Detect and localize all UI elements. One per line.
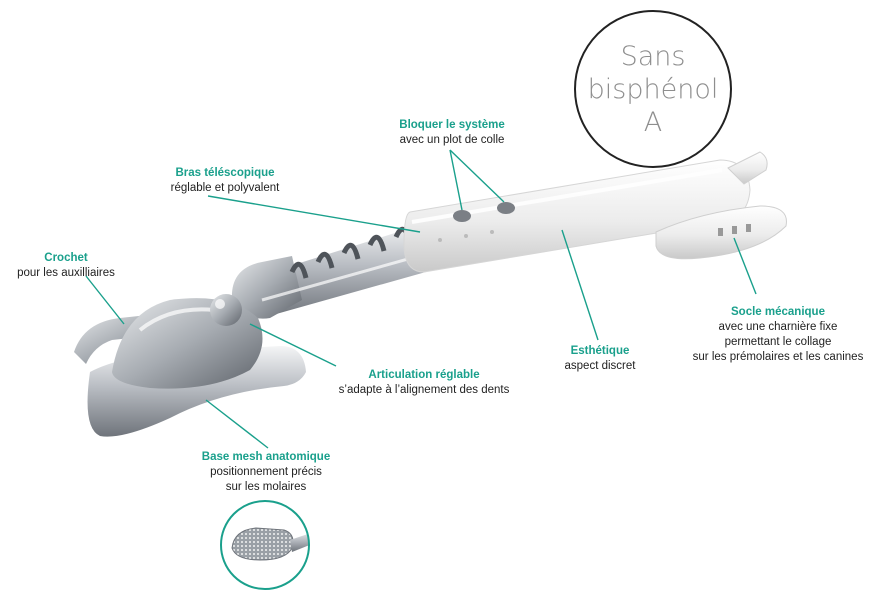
callout-crochet-title: Crochet — [44, 252, 88, 264]
joint-ball — [210, 294, 242, 326]
mesh-zoom-inset — [220, 500, 310, 590]
callout-articulation-sub: s’adapte à l’alignement des dents — [338, 384, 510, 396]
callout-bloquer-title: Bloquer le système — [399, 119, 505, 131]
callout-bloquer: Bloquer le système avec un plot de colle — [378, 118, 526, 148]
callout-base-title: Base mesh anatomique — [201, 451, 331, 463]
callout-bras-title: Bras téléscopique — [175, 167, 275, 179]
callout-crochet-sub: pour les auxilliaires — [17, 267, 115, 279]
callout-bras-sub: réglable et polyvalent — [170, 182, 280, 194]
callout-bras: Bras téléscopique réglable et polyvalent — [150, 166, 300, 196]
callout-socle-sub-1: avec une charnière fixe — [718, 321, 838, 333]
callout-socle-sub-3: sur les prémolaires et les canines — [692, 351, 864, 363]
callout-crochet: Crochet pour les auxilliaires — [8, 251, 124, 281]
bisphenol-free-badge: Sans bisphénol A — [574, 10, 732, 168]
badge-line-2: bisphénol A — [587, 73, 719, 138]
callout-articulation: Articulation réglable s’adapte à l’align… — [326, 368, 522, 398]
mechanical-base — [655, 205, 787, 260]
callout-base-sub-2: sur les molaires — [225, 481, 307, 493]
callout-socle-title: Socle mécanique — [731, 306, 825, 318]
callout-socle: Socle mécanique avec une charnière fixe … — [672, 305, 883, 365]
badge-line-1: Sans — [620, 40, 686, 72]
callout-esthetique: Esthétique aspect discret — [550, 344, 650, 374]
callout-articulation-title: Articulation réglable — [368, 369, 480, 381]
leader-lines — [85, 149, 757, 449]
callout-esthetique-sub: aspect discret — [564, 360, 636, 372]
glue-hole-1 — [453, 210, 471, 222]
glue-hole-2 — [497, 202, 515, 214]
callout-bloquer-sub: avec un plot de colle — [399, 134, 505, 146]
callout-esthetique-title: Esthétique — [570, 345, 630, 357]
callout-base-sub-1: positionnement précis — [210, 466, 322, 478]
callout-base: Base mesh anatomique positionnement préc… — [192, 450, 340, 495]
callout-socle-sub-2: permettant le collage — [724, 336, 832, 348]
